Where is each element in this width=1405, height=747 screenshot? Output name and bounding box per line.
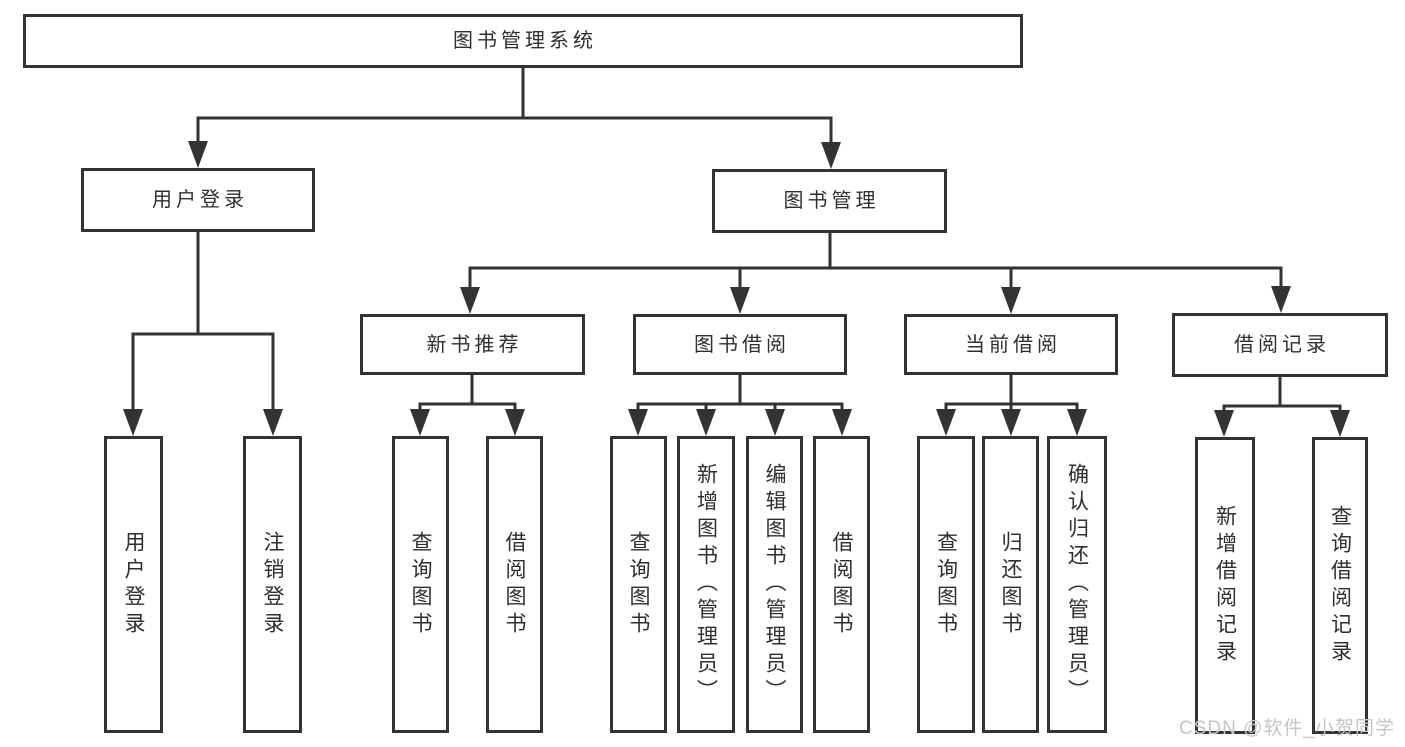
node-label: 查询图书 bbox=[409, 530, 432, 639]
node-leaf-return-books: 归还图书 bbox=[982, 436, 1039, 733]
node-label: 借阅图书 bbox=[503, 530, 526, 639]
node-label: 注销登录 bbox=[261, 530, 284, 639]
node-leaf-add-books: 新增图书（管理员） bbox=[677, 436, 735, 733]
node-leaf-query-record: 查询借阅记录 bbox=[1312, 437, 1368, 734]
node-borrowing-records: 借阅记录 bbox=[1172, 313, 1388, 377]
node-leaf-query-books-3: 查询图书 bbox=[917, 436, 975, 733]
node-label: 图书管理 bbox=[783, 190, 880, 212]
node-label: 编辑图书（管理员） bbox=[763, 463, 786, 706]
node-label: 新书推荐 bbox=[426, 333, 523, 356]
node-label: 图书管理系统 bbox=[453, 30, 597, 52]
node-current-borrowing: 当前借阅 bbox=[904, 314, 1118, 375]
node-leaf-borrow-books-2: 借阅图书 bbox=[813, 436, 870, 733]
node-leaf-borrow-books-1: 借阅图书 bbox=[486, 436, 543, 733]
node-book-management: 图书管理 bbox=[712, 169, 947, 233]
node-leaf-confirm-return: 确认归还（管理员） bbox=[1047, 436, 1107, 733]
node-book-borrowing: 图书借阅 bbox=[633, 314, 847, 375]
node-label: 当前借阅 bbox=[965, 333, 1061, 356]
node-leaf-query-books-1: 查询图书 bbox=[392, 436, 449, 733]
node-label: 借阅记录 bbox=[1234, 334, 1330, 356]
node-label: 查询图书 bbox=[934, 530, 958, 639]
node-label: 新增借阅记录 bbox=[1213, 504, 1237, 667]
node-label: 用户登录 bbox=[152, 189, 248, 211]
node-label: 查询图书 bbox=[627, 530, 650, 639]
node-user-login: 用户登录 bbox=[81, 168, 315, 232]
node-label: 查询借阅记录 bbox=[1328, 504, 1352, 667]
node-label: 归还图书 bbox=[999, 530, 1022, 639]
node-label: 图书借阅 bbox=[694, 333, 790, 356]
node-leaf-query-books-2: 查询图书 bbox=[610, 436, 667, 733]
node-label: 用户登录 bbox=[122, 530, 145, 639]
node-leaf-edit-books: 编辑图书（管理员） bbox=[746, 436, 803, 733]
node-leaf-logout: 注销登录 bbox=[243, 436, 302, 733]
node-leaf-add-record: 新增借阅记录 bbox=[1195, 437, 1255, 734]
node-new-book-recommend: 新书推荐 bbox=[360, 314, 585, 375]
node-root: 图书管理系统 bbox=[23, 14, 1023, 68]
node-leaf-user-login: 用户登录 bbox=[104, 436, 163, 733]
watermark: CSDN @软件_小贺同学 bbox=[1179, 718, 1395, 739]
node-label: 确认归还（管理员） bbox=[1065, 463, 1089, 706]
node-label: 新增图书（管理员） bbox=[694, 463, 718, 706]
node-label: 借阅图书 bbox=[830, 530, 853, 639]
